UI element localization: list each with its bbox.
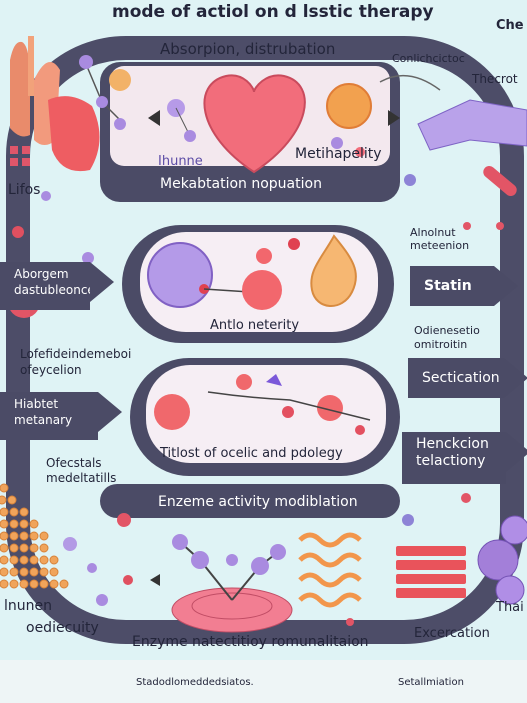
bottom-right-label-2: Excercation bbox=[414, 626, 490, 641]
bottom-left-label-2: oediecuity bbox=[26, 620, 99, 636]
left-arrow-1: Aborgem dastubleonce bbox=[0, 262, 114, 310]
corner-label: Che bbox=[496, 18, 524, 33]
droplet-icon bbox=[310, 234, 357, 307]
bottom-heading: Enzeme activity modiblation bbox=[158, 494, 358, 510]
heart-icon bbox=[203, 74, 306, 174]
right-arrow-statin: Statin bbox=[410, 266, 518, 306]
left-arrow-2: Hiabtet metanary bbox=[0, 392, 122, 440]
top-right-label-1: Conlichcictoc bbox=[392, 52, 465, 65]
bottom-left-molecules bbox=[63, 537, 160, 606]
bottom-footer-band bbox=[0, 660, 527, 703]
right-arrow-sectication-label: Sectication bbox=[422, 370, 500, 386]
bottom-left-label-1: lnunen bbox=[4, 598, 52, 614]
bottom-right-label-1: Thai bbox=[496, 600, 524, 615]
purple-spheres bbox=[477, 515, 527, 605]
panel-2-caption: Titlost of ocelic and pdolegy bbox=[160, 446, 343, 461]
right-arrow-statin-label: Statin bbox=[424, 278, 472, 294]
right-heading-2: Odienesetio omitroitin bbox=[414, 324, 480, 351]
cell-diagram-1 bbox=[147, 234, 357, 310]
purple-block-icon bbox=[417, 99, 527, 151]
footer-right-label: Setallmiation bbox=[398, 677, 464, 688]
liver-icon bbox=[48, 96, 100, 172]
right-arrow-henckcion: Henckcion telactiony bbox=[402, 432, 527, 484]
top-right-label-2: Thecrot bbox=[472, 72, 518, 86]
molecule-cluster-top-left bbox=[79, 55, 196, 142]
cell-grid-icon bbox=[10, 146, 30, 166]
panel-1-caption: Antlo neterity bbox=[210, 318, 300, 333]
small-top-label: Ihunne bbox=[158, 154, 203, 169]
pyramid-stack bbox=[0, 483, 69, 589]
right-arrow-henckcion-label: Henckcion telactiony bbox=[416, 436, 489, 469]
cell-diagram-2 bbox=[154, 374, 371, 435]
left-arrow-2-label: Hiabtet metanary bbox=[14, 397, 73, 427]
heart-label: Metihapelity bbox=[295, 146, 382, 162]
membrane-stack bbox=[396, 546, 466, 598]
lifos-label: Lifos bbox=[8, 182, 41, 198]
top-bottom-label: Mekabtation nopuation bbox=[160, 176, 322, 192]
footer-left-label: Stadodlomeddedsiatos. bbox=[136, 677, 254, 688]
orange-particle bbox=[326, 83, 372, 129]
squiggle-fibers bbox=[298, 532, 362, 608]
page-title: mode of actiol on d lsstic therapy bbox=[112, 2, 434, 22]
enzyme-structure bbox=[171, 534, 293, 633]
left-arrow-1-label: Aborgem dastubleonce bbox=[14, 267, 95, 297]
bottom-center-label: Enzyme natectitioy romunalitaion bbox=[132, 634, 369, 650]
lung-icon bbox=[10, 36, 60, 145]
right-heading-1: Alnolnut meteenion bbox=[410, 226, 470, 252]
arrow-right-icon bbox=[388, 110, 400, 126]
bottom-panel bbox=[100, 484, 400, 518]
top-heading: Absorpion, distrubation bbox=[160, 40, 336, 58]
left-label-1: Lofefideindemeboi ofeycelion bbox=[20, 347, 132, 377]
arrow-left-icon bbox=[148, 110, 160, 126]
left-label-2: Ofecstals medeltatills bbox=[46, 456, 117, 485]
right-arrow-sectication: Sectication bbox=[408, 358, 527, 398]
